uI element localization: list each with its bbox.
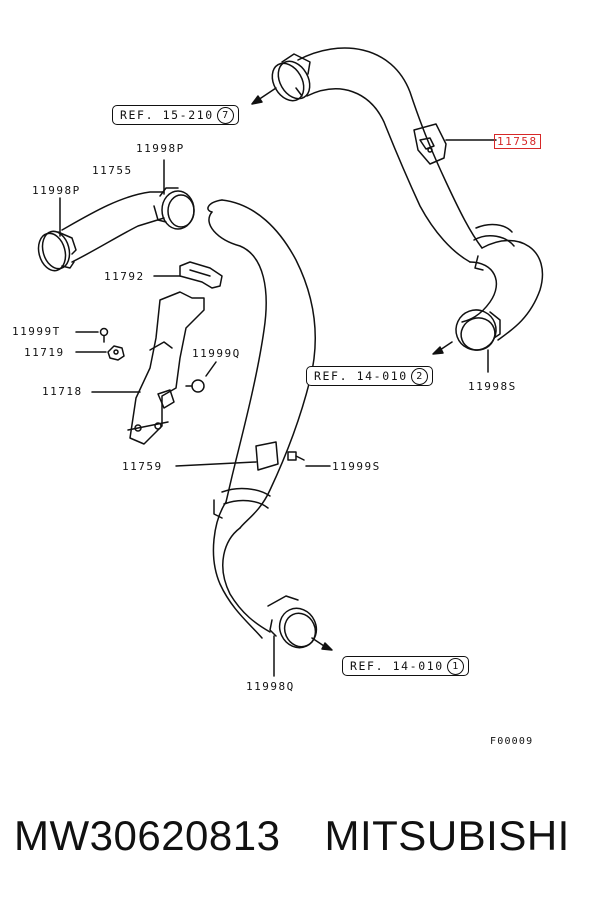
- label-11759: 11759: [122, 460, 163, 473]
- ref-text: REF. 14-010: [350, 659, 444, 673]
- label-11758[interactable]: 11758: [494, 134, 541, 149]
- clamp-11998P-left: [37, 197, 77, 272]
- figure-code: F00009: [490, 736, 534, 747]
- label-11998P-left: 11998P: [32, 184, 81, 197]
- ref-text: REF. 15-210: [120, 108, 214, 122]
- ref-text: REF. 14-010: [314, 369, 408, 383]
- clamp-11998P-right: [153, 159, 195, 230]
- arrow-ref-14-010-1: [311, 637, 333, 651]
- ref-circle-number: 2: [410, 367, 428, 385]
- ref-box-14-010-1[interactable]: REF. 14-010 1: [342, 656, 469, 676]
- ref-circle-number: 1: [446, 657, 464, 675]
- part-number: MW30620813: [14, 812, 281, 859]
- nut-11719: [75, 345, 125, 361]
- bolt-11999T: [75, 327, 109, 343]
- label-11998S: 11998S: [468, 380, 517, 393]
- arrow-ref-15-210: [251, 87, 277, 105]
- arrow-ref-14-010-2: [432, 341, 453, 355]
- label-11999T: 11999T: [12, 325, 61, 338]
- bracket-11758: [413, 123, 497, 165]
- label-11999Q: 11999Q: [192, 347, 241, 360]
- hose-11759: [175, 199, 317, 639]
- footer-caption: MW30620813 MITSUBISHI: [14, 812, 570, 860]
- label-11718: 11718: [42, 385, 83, 398]
- bracket-11718: [91, 291, 205, 445]
- label-11998Q: 11998Q: [246, 680, 295, 693]
- label-11755: 11755: [92, 164, 133, 177]
- ref-box-14-010-2[interactable]: REF. 14-010 2: [306, 366, 433, 386]
- ref-box-15-210[interactable]: REF. 15-210 7: [112, 105, 239, 125]
- clamp-11998Q: [267, 595, 318, 677]
- hose-11755: [61, 191, 165, 263]
- ref-circle-number: 7: [216, 106, 234, 124]
- clamp-top: [271, 53, 311, 102]
- label-11998P-top: 11998P: [136, 142, 185, 155]
- label-11719: 11719: [24, 346, 65, 359]
- label-11792: 11792: [104, 270, 145, 283]
- bolt-11999S: [287, 451, 331, 467]
- clamp-11998S: [455, 309, 501, 373]
- bracket-11792: [153, 261, 223, 289]
- hose-11758: [297, 47, 544, 341]
- bolt-11999Q: [185, 361, 217, 393]
- label-11999S: 11999S: [332, 460, 381, 473]
- brand-name: MITSUBISHI: [324, 812, 570, 859]
